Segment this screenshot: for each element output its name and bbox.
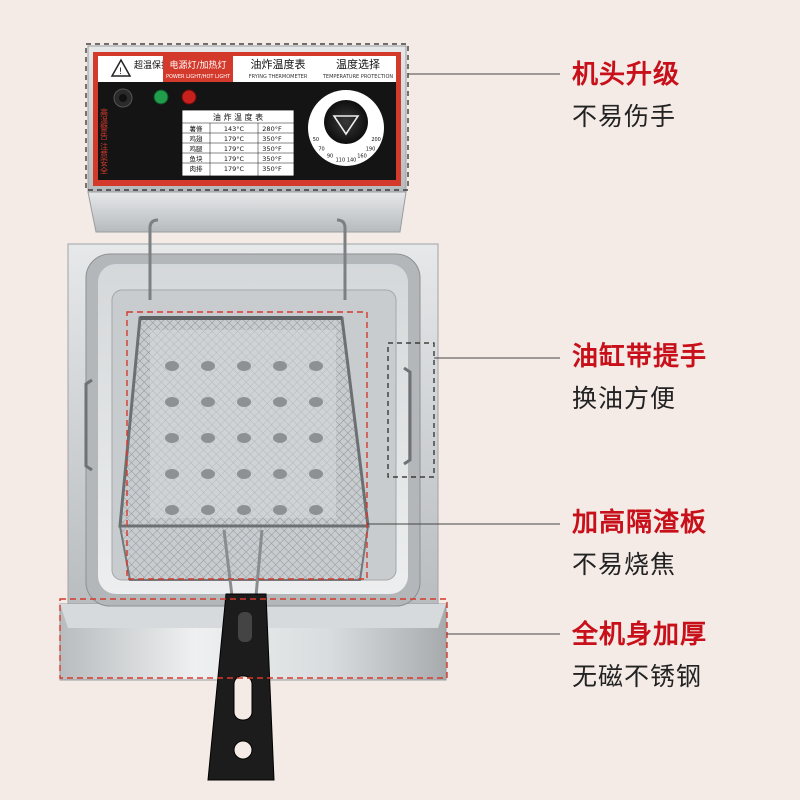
tank-handle-left — [84, 378, 93, 472]
basket-hole — [273, 505, 287, 515]
table-cell: 179°C — [224, 135, 245, 143]
dial-tick-label: 50 — [313, 137, 319, 143]
dial-tick-label: 110 — [336, 158, 346, 164]
callout-head: 机头升级 不易伤手 — [572, 60, 680, 132]
warning-triangle-icon — [110, 58, 132, 77]
basket-hole — [309, 433, 323, 443]
basket-hole — [273, 397, 287, 407]
callout-title: 油缸带提手 — [572, 342, 708, 372]
basket-hole — [273, 361, 287, 371]
table-cell: 鸡腿 — [190, 144, 204, 153]
fry-basket[interactable] — [118, 316, 370, 597]
callout-tank-handle: 油缸带提手 换油方便 — [572, 342, 707, 414]
basket-hole — [201, 469, 215, 479]
table-cell: 鱼块 — [190, 154, 204, 163]
basket-hole — [165, 469, 179, 479]
table-cell: 280°F — [262, 125, 282, 133]
table-cell: 179°C — [224, 155, 245, 163]
table-cell: 350°F — [262, 155, 282, 163]
dial-tick-label: 140 — [347, 158, 357, 164]
dial-tick-label: 90 — [327, 154, 333, 160]
highlight-box-body — [59, 598, 448, 679]
callout-title: 加高隔渣板 — [572, 508, 708, 538]
lights-label: 电源灯/加热灯 — [169, 59, 226, 71]
highlight-box-tank-handle — [387, 342, 435, 478]
dial-tick-label: 190 — [366, 147, 376, 153]
basket-handle[interactable] — [207, 593, 275, 781]
callout-subtitle: 无磁不锈钢 — [572, 662, 703, 691]
head-base — [87, 191, 407, 233]
basket-hole — [273, 469, 287, 479]
table-cell: 179°C — [224, 165, 245, 173]
table-cell: 薯條 — [190, 124, 204, 133]
dial-tick-label: 160 — [357, 154, 367, 160]
callout-title: 机头升级 — [572, 60, 681, 90]
power-light-icon — [153, 89, 169, 105]
callout-body: 全机身加厚 无磁不锈钢 — [572, 620, 707, 692]
callout-subtitle: 不易烧焦 — [572, 550, 677, 579]
overheat-protection-label: 超温保护 — [134, 59, 170, 71]
basket-hole — [237, 505, 251, 515]
callout-title: 全机身加厚 — [572, 620, 708, 650]
table-cell: 鸡翅 — [190, 134, 204, 143]
basket-hole — [201, 505, 215, 515]
table-cell: 350°F — [262, 135, 282, 143]
table-cell: 350°F — [262, 165, 282, 173]
table-cell: 350°F — [262, 145, 282, 153]
basket-hole — [201, 397, 215, 407]
basket-hole — [201, 433, 215, 443]
heat-light-icon — [181, 89, 197, 105]
callout-basket: 加高隔渣板 不易烧焦 — [572, 508, 707, 580]
control-head: ! 超温保护 电源灯/加热灯 POWER LIGHT/HOT LIGHT 油炸温… — [87, 45, 407, 193]
table-cell: 179°C — [224, 145, 245, 153]
temperature-table: 油 炸 温 度 表 薯條 143°C 280°F 鸡翅 179°C 350°F 鸡腿 179°… — [181, 109, 295, 177]
basket-hole — [273, 433, 287, 443]
tank-handle-right — [403, 366, 412, 466]
table-cell: 143°C — [224, 125, 245, 133]
table-header: 油 炸 温 度 表 — [213, 112, 263, 122]
basket-hole — [309, 397, 323, 407]
lights-label-en: POWER LIGHT/HOT LIGHT — [166, 74, 231, 80]
svg-text:!: ! — [119, 67, 123, 77]
side-warning: 高温警告 注意安全 — [100, 107, 109, 175]
lights-label-bg — [163, 56, 233, 82]
basket-hole — [237, 361, 251, 371]
thermometer-title-en: FRYING THERMOMETER — [249, 74, 308, 80]
temp-select-label-en: TEMPERATURE PROTECTION — [322, 74, 394, 80]
basket-hole — [309, 469, 323, 479]
basket-hole — [165, 505, 179, 515]
callout-subtitle: 换油方便 — [572, 384, 677, 413]
basket-hole — [201, 361, 215, 371]
basket-hole — [237, 433, 251, 443]
dial-tick-label: 70 — [318, 147, 324, 153]
dial-pointer-icon — [332, 115, 360, 136]
dial-knob — [324, 100, 368, 144]
table-cell: 肉排 — [190, 164, 204, 173]
basket-hole — [309, 505, 323, 515]
basket-hole — [165, 361, 179, 371]
thermometer-title: 油炸温度表 — [251, 57, 306, 71]
basket-hole — [237, 469, 251, 479]
basket-hole — [309, 361, 323, 371]
basket-hole — [165, 433, 179, 443]
callout-subtitle: 不易伤手 — [572, 102, 677, 131]
basket-hole — [237, 397, 251, 407]
temp-select-label: 温度选择 — [336, 57, 380, 71]
highlight-box-basket — [126, 311, 368, 580]
basket-hole — [165, 397, 179, 407]
dial-tick-label: 200 — [371, 137, 381, 143]
